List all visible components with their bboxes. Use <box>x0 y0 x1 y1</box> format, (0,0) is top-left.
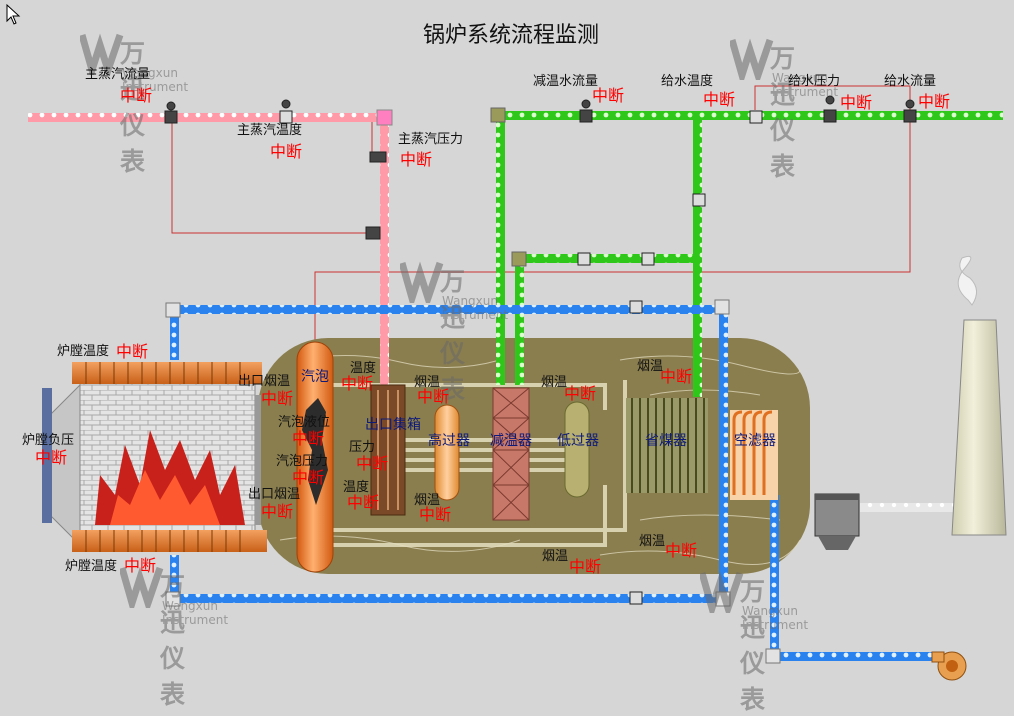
value-flue-temp-hs-bottom[interactable]: 中断 <box>419 505 452 524</box>
watermark-cn: 万迅仪表 <box>160 572 191 709</box>
label-outlet-flue-temp-top: 出口烟温 <box>238 374 291 389</box>
watermark-logo: 万迅仪表 Wangxun Instrument <box>398 258 508 404</box>
label-feed-water-pressure: 给水压力 <box>788 74 841 89</box>
value-feed-water-flow[interactable]: 中断 <box>918 92 951 111</box>
watermark-logo: 万迅仪表 Wangxun Instrument <box>78 30 188 176</box>
high-superheater-label: 高过器 <box>428 433 470 449</box>
furnace <box>42 362 267 552</box>
watermark-cn: 万迅仪表 <box>740 577 771 714</box>
outlet-header-label: 出口集箱 <box>365 417 421 433</box>
label-header-temp-2: 温度 <box>343 480 370 495</box>
air-pipe-right <box>719 310 728 602</box>
value-outlet-flue-temp-top[interactable]: 中断 <box>261 389 294 408</box>
instrument-symbols <box>164 95 917 605</box>
watermark-en: Wangxun Instrument <box>742 604 809 632</box>
economizer-feed-pipe <box>693 115 702 397</box>
air-preheater <box>730 410 778 500</box>
label-flue-temp-hs-top: 烟温 <box>414 375 441 390</box>
label-flue-temp-bottom: 烟温 <box>542 549 569 564</box>
label-flue-temp-econ-top: 烟温 <box>637 359 664 374</box>
label-feed-water-flow: 给水流量 <box>884 74 937 89</box>
main-steam-pipe <box>28 113 386 122</box>
value-furnace-temp-top[interactable]: 中断 <box>116 342 149 361</box>
label-desuper-water-flow: 减温水流量 <box>533 74 599 89</box>
value-header-temp-2[interactable]: 中断 <box>347 493 380 512</box>
high-superheater <box>434 404 460 501</box>
boiler-process-monitor: 万迅仪表 Wangxun Instrument 万迅仪表 Wangxun Ins… <box>6 3 1007 714</box>
value-furnace-temp-bottom[interactable]: 中断 <box>124 556 157 575</box>
chimney <box>951 255 1007 536</box>
blower-fan <box>931 651 967 681</box>
label-furnace-temp-bottom: 炉膛温度 <box>65 559 118 574</box>
watermark-en: Wangxun Instrument <box>122 66 189 94</box>
value-feed-water-pressure[interactable]: 中断 <box>840 93 873 112</box>
label-drum-pressure: 汽泡压力 <box>276 454 329 469</box>
value-header-pressure[interactable]: 中断 <box>356 454 389 473</box>
value-desuper-water-flow[interactable]: 中断 <box>592 86 625 105</box>
watermark-logo: 万迅仪表 Wangxun Instrument <box>118 563 228 709</box>
label-drum-level: 汽泡液位 <box>278 415 331 430</box>
label-main-steam-temp: 主蒸汽温度 <box>237 123 303 138</box>
watermark-en: Wangxun Instrument <box>772 71 839 99</box>
hot-air-pipe-bottom <box>172 594 724 603</box>
watermark-logo: 万迅仪表 Wangxun Instrument <box>728 35 838 181</box>
drum-label: 汽泡 <box>301 369 329 385</box>
outlet-header <box>370 384 406 516</box>
watermark-logo: 万迅仪表 Wangxun Instrument <box>698 568 808 714</box>
label-furnace-pressure: 炉膛负压 <box>22 433 75 448</box>
value-flue-temp-ds-top[interactable]: 中断 <box>564 384 597 403</box>
value-main-steam-temp[interactable]: 中断 <box>270 142 303 161</box>
label-flue-temp-hs-bottom: 烟温 <box>414 493 441 508</box>
feed-water-pipe <box>495 111 1003 120</box>
hot-air-pipe-top <box>172 305 724 314</box>
value-flue-temp-hs-top[interactable]: 中断 <box>417 387 450 406</box>
process-diagram <box>6 3 1007 681</box>
page-title: 锅炉系统流程监测 <box>423 23 600 48</box>
label-flue-temp-econ-bottom: 烟温 <box>639 534 666 549</box>
economizer <box>626 398 708 493</box>
desuperheater-label: 减温器 <box>490 433 532 449</box>
watermark-cn: 万迅仪表 <box>440 267 471 404</box>
label-main-steam-flow: 主蒸汽流量 <box>85 67 151 82</box>
watermark-cn: 万迅仪表 <box>770 44 801 181</box>
value-feed-water-temp[interactable]: 中断 <box>703 90 736 109</box>
mouse-cursor-icon <box>6 3 21 25</box>
value-flue-temp-bottom[interactable]: 中断 <box>569 557 602 576</box>
value-flue-temp-econ-top[interactable]: 中断 <box>660 367 693 386</box>
value-header-temp[interactable]: 中断 <box>341 374 374 393</box>
air-preheater-label: 空滤器 <box>734 433 776 449</box>
desuperheater <box>492 387 530 521</box>
watermark-en: Wangxun Instrument <box>442 294 509 322</box>
value-drum-level[interactable]: 中断 <box>292 429 325 448</box>
value-main-steam-pressure[interactable]: 中断 <box>400 150 433 169</box>
label-flue-temp-ds-top: 烟温 <box>541 375 568 390</box>
low-superheater-label: 低过器 <box>557 433 599 449</box>
label-header-pressure: 压力 <box>349 440 376 455</box>
value-outlet-flue-temp-bottom[interactable]: 中断 <box>261 502 294 521</box>
economizer-label: 省煤器 <box>645 433 687 449</box>
label-header-temp: 温度 <box>350 361 377 376</box>
dust-collector <box>814 493 860 550</box>
label-feed-water-temp: 给水温度 <box>661 74 714 89</box>
desuper-water-pipe <box>496 115 505 385</box>
watermark-cn: 万迅仪表 <box>120 39 151 176</box>
label-main-steam-pressure: 主蒸汽压力 <box>398 132 464 147</box>
fan-air-pipe <box>770 495 779 655</box>
watermark-en: Wangxun Instrument <box>162 599 229 627</box>
steam-drum <box>296 341 334 573</box>
label-furnace-temp-top: 炉膛温度 <box>57 344 110 359</box>
value-furnace-pressure[interactable]: 中断 <box>35 448 68 467</box>
value-drum-pressure[interactable]: 中断 <box>292 468 325 487</box>
label-outlet-flue-temp-bottom: 出口烟温 <box>248 487 301 502</box>
value-flue-temp-econ-bottom[interactable]: 中断 <box>665 541 698 560</box>
value-main-steam-flow[interactable]: 中断 <box>120 86 153 105</box>
low-superheater <box>564 401 590 498</box>
